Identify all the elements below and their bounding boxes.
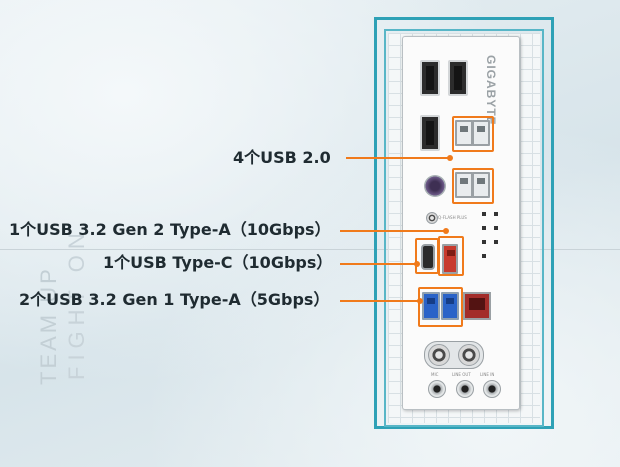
callout-usb32-gen2-label: 1个USB 3.2 Gen 2 Type-A（10Gbps）: [9, 220, 331, 239]
hdmi-port-1: [420, 60, 440, 96]
vent: [494, 212, 498, 216]
usb32-gen2-highlight: [438, 236, 464, 276]
line-in-jack: [483, 380, 501, 398]
line-out-label: LINE OUT: [452, 372, 471, 377]
usb2-port-4: [472, 172, 490, 198]
line-out-jack: [456, 380, 474, 398]
q-flash-label: Q-FLASH PLUS: [438, 215, 467, 220]
callout-usb2-line: [346, 157, 450, 159]
watermark-line-1: TEAM UP: [36, 266, 61, 385]
wifi-antenna-connector-1: [428, 344, 450, 366]
mic-jack: [428, 380, 446, 398]
callout-usb2-dot: [447, 155, 453, 161]
vent: [482, 240, 486, 244]
ethernet-port: [463, 292, 491, 320]
usb-type-c-port: [421, 244, 435, 270]
hdmi-port-2: [448, 60, 468, 96]
displayport-port: [420, 115, 440, 151]
usb32-gen2-port: [442, 244, 458, 274]
q-flash-button: [426, 212, 438, 224]
callout-usb-type-c-label: 1个USB Type-C（10Gbps）: [103, 253, 333, 272]
vent: [494, 240, 498, 244]
callout-usb-type-c-dot: [414, 261, 420, 267]
usb2-port-1: [455, 120, 473, 146]
usb2-port-2: [472, 120, 490, 146]
callout-usb2-label: 4个USB 2.0: [233, 148, 331, 167]
horizontal-rule: [0, 249, 620, 250]
usb-type-c-highlight: [415, 238, 439, 274]
vent: [482, 226, 486, 230]
panel-frame-inner: [384, 29, 544, 427]
panel-frame-outer: [374, 17, 554, 429]
usb2-highlight: [452, 116, 494, 152]
line-in-label: LINE IN: [480, 372, 495, 377]
vent: [482, 254, 486, 258]
usb32-gen1-port-2: [441, 292, 459, 320]
callout-usb32-gen2-dot: [443, 228, 449, 234]
vent: [482, 212, 486, 216]
callout-usb32-gen1-line: [340, 300, 420, 302]
ps2-port: [424, 175, 446, 197]
callout-usb-type-c-line: [340, 263, 417, 265]
usb32-gen1-port-1: [422, 292, 440, 320]
vent: [494, 226, 498, 230]
wifi-antenna-connector-2: [458, 344, 480, 366]
callout-usb32-gen1-dot: [417, 298, 423, 304]
callout-usb32-gen1-label: 2个USB 3.2 Gen 1 Type-A（5Gbps）: [19, 290, 330, 309]
usb2-highlight-lower: [452, 168, 494, 204]
callout-usb32-gen2-line: [340, 230, 446, 232]
mic-label: MIC: [431, 372, 439, 377]
usb32-gen1-highlight: [418, 287, 463, 327]
